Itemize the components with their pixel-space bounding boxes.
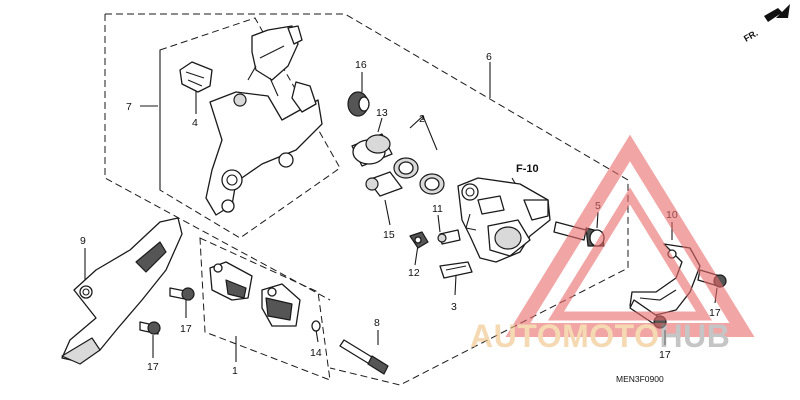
callout-7: 7 (126, 101, 132, 113)
pad-pin (339, 339, 389, 375)
callout-6: 6 (486, 51, 492, 63)
callout-11: 11 (432, 203, 443, 215)
pin-bolt (365, 171, 403, 197)
watermark: AUTOMOTOHUB (470, 134, 755, 354)
callout-17-c: 17 (709, 307, 721, 319)
callout-12: 12 (408, 267, 420, 279)
callout-17-b: 17 (147, 361, 159, 373)
callout-1: 1 (232, 365, 238, 377)
callout-4: 4 (192, 117, 198, 129)
caliper-bracket (205, 25, 323, 216)
callout-numbers: 1 2 3 4 5 6 7 8 9 10 11 12 13 14 15 16 1… (80, 51, 721, 377)
watermark-text: AUTOMOTOHUB (470, 318, 730, 354)
reference-label: F-10 (516, 163, 539, 175)
watermark-triangle-outer (505, 134, 755, 337)
leader-lines (84, 50, 718, 362)
bleeder-cap (409, 231, 429, 249)
group-6-outline-left (104, 14, 331, 301)
callout-17-a: 17 (180, 323, 192, 335)
heel-guard-bolts (139, 287, 195, 335)
watermark-text-part2: HUB (659, 318, 730, 354)
front-direction-label: FR. (742, 28, 760, 44)
diagram-code: MEN3F0900 (616, 374, 664, 384)
callout-15: 15 (383, 229, 395, 241)
callout-3: 3 (451, 301, 457, 313)
callout-16: 16 (355, 59, 367, 71)
callout-17-d: 17 (659, 349, 671, 361)
pad-retainer-clip (179, 61, 213, 93)
callout-2: 2 (419, 113, 425, 125)
callout-14: 14 (310, 347, 322, 359)
pad-spring (439, 261, 473, 279)
front-direction-indicator: FR. (742, 4, 790, 44)
bleeder-valve (437, 229, 461, 245)
callout-13: 13 (376, 107, 388, 119)
group-6-outline (105, 13, 629, 386)
callout-9: 9 (80, 235, 86, 247)
pin-clip (311, 320, 321, 332)
caliper-body (457, 177, 551, 263)
piston-seals (393, 157, 445, 195)
brake-pads (209, 261, 301, 327)
heel-guard (61, 217, 183, 365)
watermark-text-part1: AUTOMOTO (470, 318, 659, 354)
watermark-triangle-inner (547, 187, 713, 321)
callout-8: 8 (374, 317, 380, 329)
slide-pin-boot (347, 91, 370, 117)
piston (351, 133, 393, 167)
